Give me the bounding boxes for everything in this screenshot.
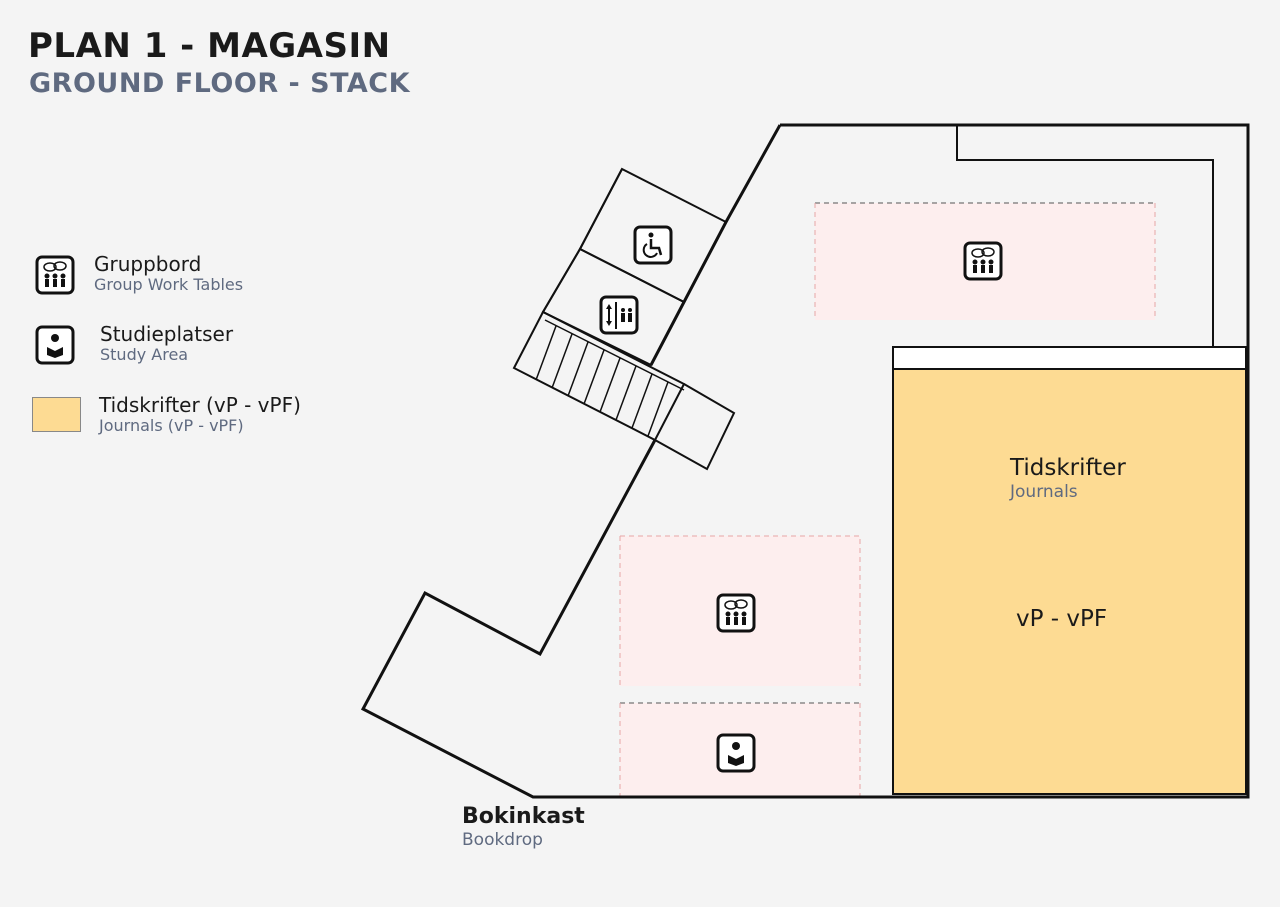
journals-area	[892, 368, 1247, 795]
journals-counter	[892, 346, 1247, 370]
journals-area-label: Tidskrifter Journals	[1010, 455, 1126, 503]
bookdrop-sub: Bookdrop	[462, 830, 543, 850]
group-tables-icon	[35, 255, 75, 295]
group-tables-icon	[716, 593, 756, 633]
journals-label: Tidskrifter	[1010, 455, 1126, 481]
legend-sub: Group Work Tables	[94, 275, 244, 294]
bookdrop-label-group: Bokinkast Bookdrop	[462, 805, 585, 851]
legend-label: Gruppbord	[94, 252, 202, 276]
journals-range: vP - vPF	[1016, 606, 1108, 632]
legend-item-study-area: Studieplatser Study Area	[100, 323, 233, 365]
bookdrop-label: Bokinkast	[462, 804, 585, 829]
journals-sub: Journals	[1010, 482, 1078, 502]
legend-label: Studieplatser	[100, 322, 234, 346]
outer-wall	[360, 123, 1250, 799]
elevator-icon	[599, 295, 639, 335]
journals-swatch	[32, 397, 81, 432]
page-title: PLAN 1 - MAGASIN	[28, 26, 391, 66]
legend-sub: Study Area	[100, 345, 189, 364]
stair-landing	[654, 383, 736, 471]
legend-sub: Journals (vP - vPF)	[99, 416, 244, 435]
study-area-icon	[716, 733, 756, 773]
legend-item-group-tables: Gruppbord Group Work Tables	[94, 253, 243, 295]
group-tables-icon	[963, 241, 1003, 281]
wheelchair-icon	[633, 225, 673, 265]
page-subtitle: GROUND FLOOR - STACK	[29, 68, 411, 99]
legend-item-journals: Tidskrifter (vP - vPF) Journals (vP - vP…	[99, 394, 301, 436]
study-area-icon	[35, 325, 75, 365]
legend-label: Tidskrifter (vP - vPF)	[99, 393, 301, 417]
